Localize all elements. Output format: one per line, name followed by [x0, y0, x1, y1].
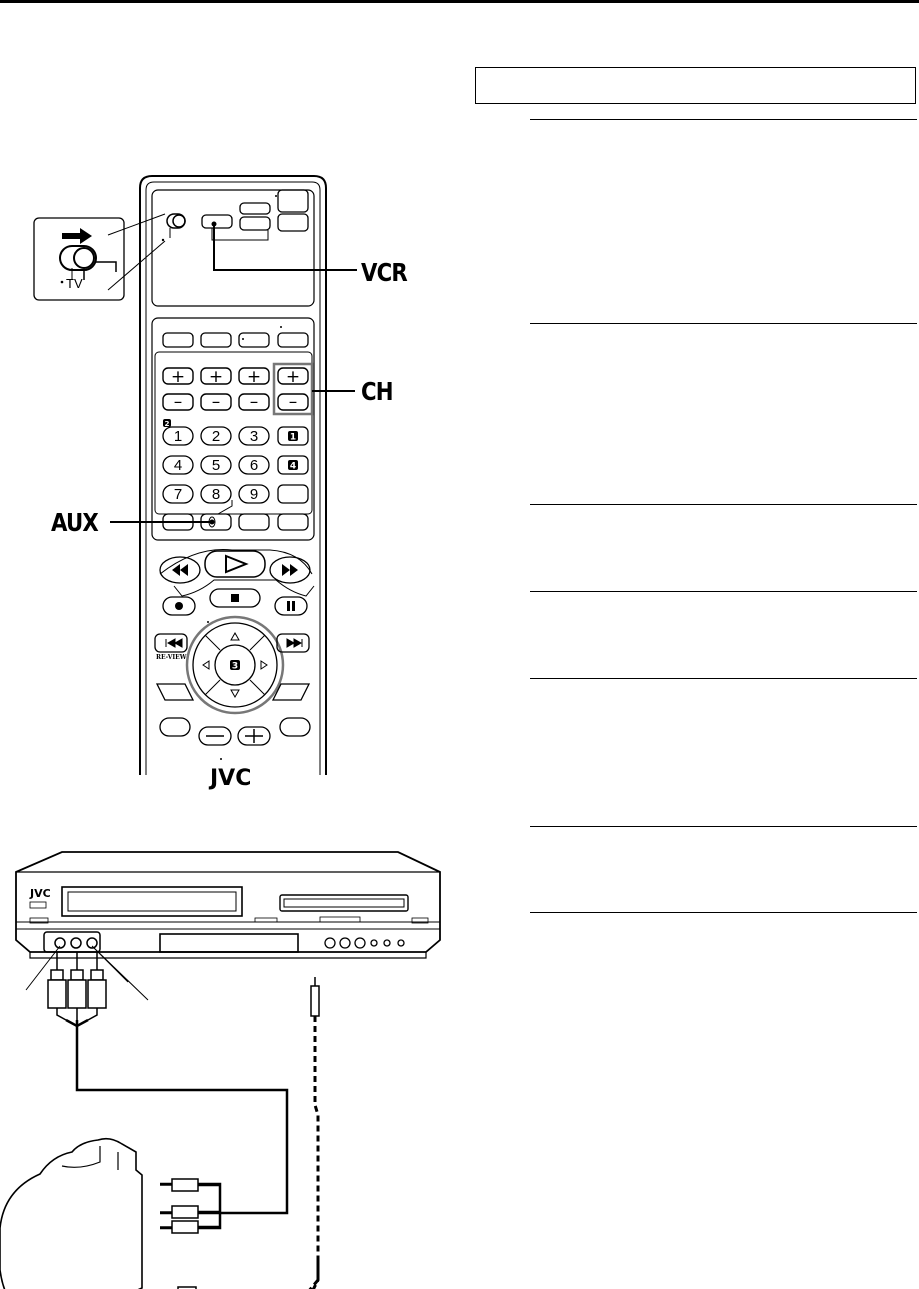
- number-key-9: [238, 484, 270, 504]
- review-label: RE-VIEW: [156, 654, 187, 661]
- minus-sign-1: –: [174, 392, 183, 412]
- step-divider-1: [530, 119, 917, 120]
- plus-sign-1: +: [171, 367, 185, 387]
- number-key-1: [162, 426, 194, 446]
- number-key-label-3: 3: [250, 428, 258, 445]
- number-key-7: [162, 484, 194, 504]
- step-badge-3: [230, 660, 240, 670]
- step-badge-2: [163, 419, 171, 427]
- step-badge-1: [288, 431, 298, 441]
- aux-callout-label: AUX: [51, 508, 99, 537]
- number-key-label-5: 5: [212, 457, 220, 474]
- number-key-5: [200, 455, 232, 475]
- step-badge-label-2: 2: [164, 419, 169, 428]
- step-divider-7: [530, 912, 917, 913]
- number-key-6: [238, 455, 270, 475]
- vcr-connection-diagram: JVC: [0, 851, 441, 1289]
- number-key-label-4: 4: [174, 457, 182, 474]
- step-badge-label-3: 3: [232, 662, 238, 672]
- minus-sign-3: –: [250, 392, 259, 412]
- number-key-4: [162, 455, 194, 475]
- step-divider-2: [530, 323, 917, 324]
- number-key-label-1: 1: [174, 428, 182, 445]
- plus-sign-4: +: [286, 367, 300, 387]
- step-badge-4: [288, 460, 298, 470]
- tv-switch-label: TV: [66, 276, 83, 291]
- number-key-label-6: 6: [250, 457, 258, 474]
- number-keys: 1 2 3 4 5 6 7 8 9: [162, 426, 270, 528]
- section-header-box: [475, 67, 916, 104]
- minus-sign-4: –: [289, 392, 298, 412]
- step-divider-5: [530, 678, 917, 679]
- step-badge-label-4: 4: [290, 462, 296, 472]
- vcr-callout-label: VCR: [361, 258, 408, 287]
- plus-signs: + + + +: [171, 367, 300, 387]
- ch-callout-label: CH: [361, 377, 394, 406]
- number-key-label-9: 9: [250, 486, 258, 503]
- plus-sign-3: +: [247, 367, 261, 387]
- remote-brand-logo: JVC: [208, 766, 251, 791]
- number-key-2: [200, 426, 232, 446]
- top-rule: [0, 0, 919, 3]
- number-key-8: [200, 484, 232, 504]
- step-divider-3: [530, 504, 917, 505]
- minus-sign-2: –: [212, 392, 221, 412]
- minus-signs: ––––: [174, 392, 298, 412]
- number-key-label-8: 8: [212, 486, 220, 503]
- vcr-brand-logo: JVC: [29, 887, 51, 900]
- number-key-label-7: 7: [174, 486, 182, 503]
- step-divider-6: [530, 826, 917, 827]
- number-key-label-2: 2: [212, 428, 220, 445]
- number-key-3: [238, 426, 270, 446]
- step-divider-4: [530, 591, 917, 592]
- plus-sign-2: +: [209, 367, 223, 387]
- step-badge-label-1: 1: [290, 433, 296, 443]
